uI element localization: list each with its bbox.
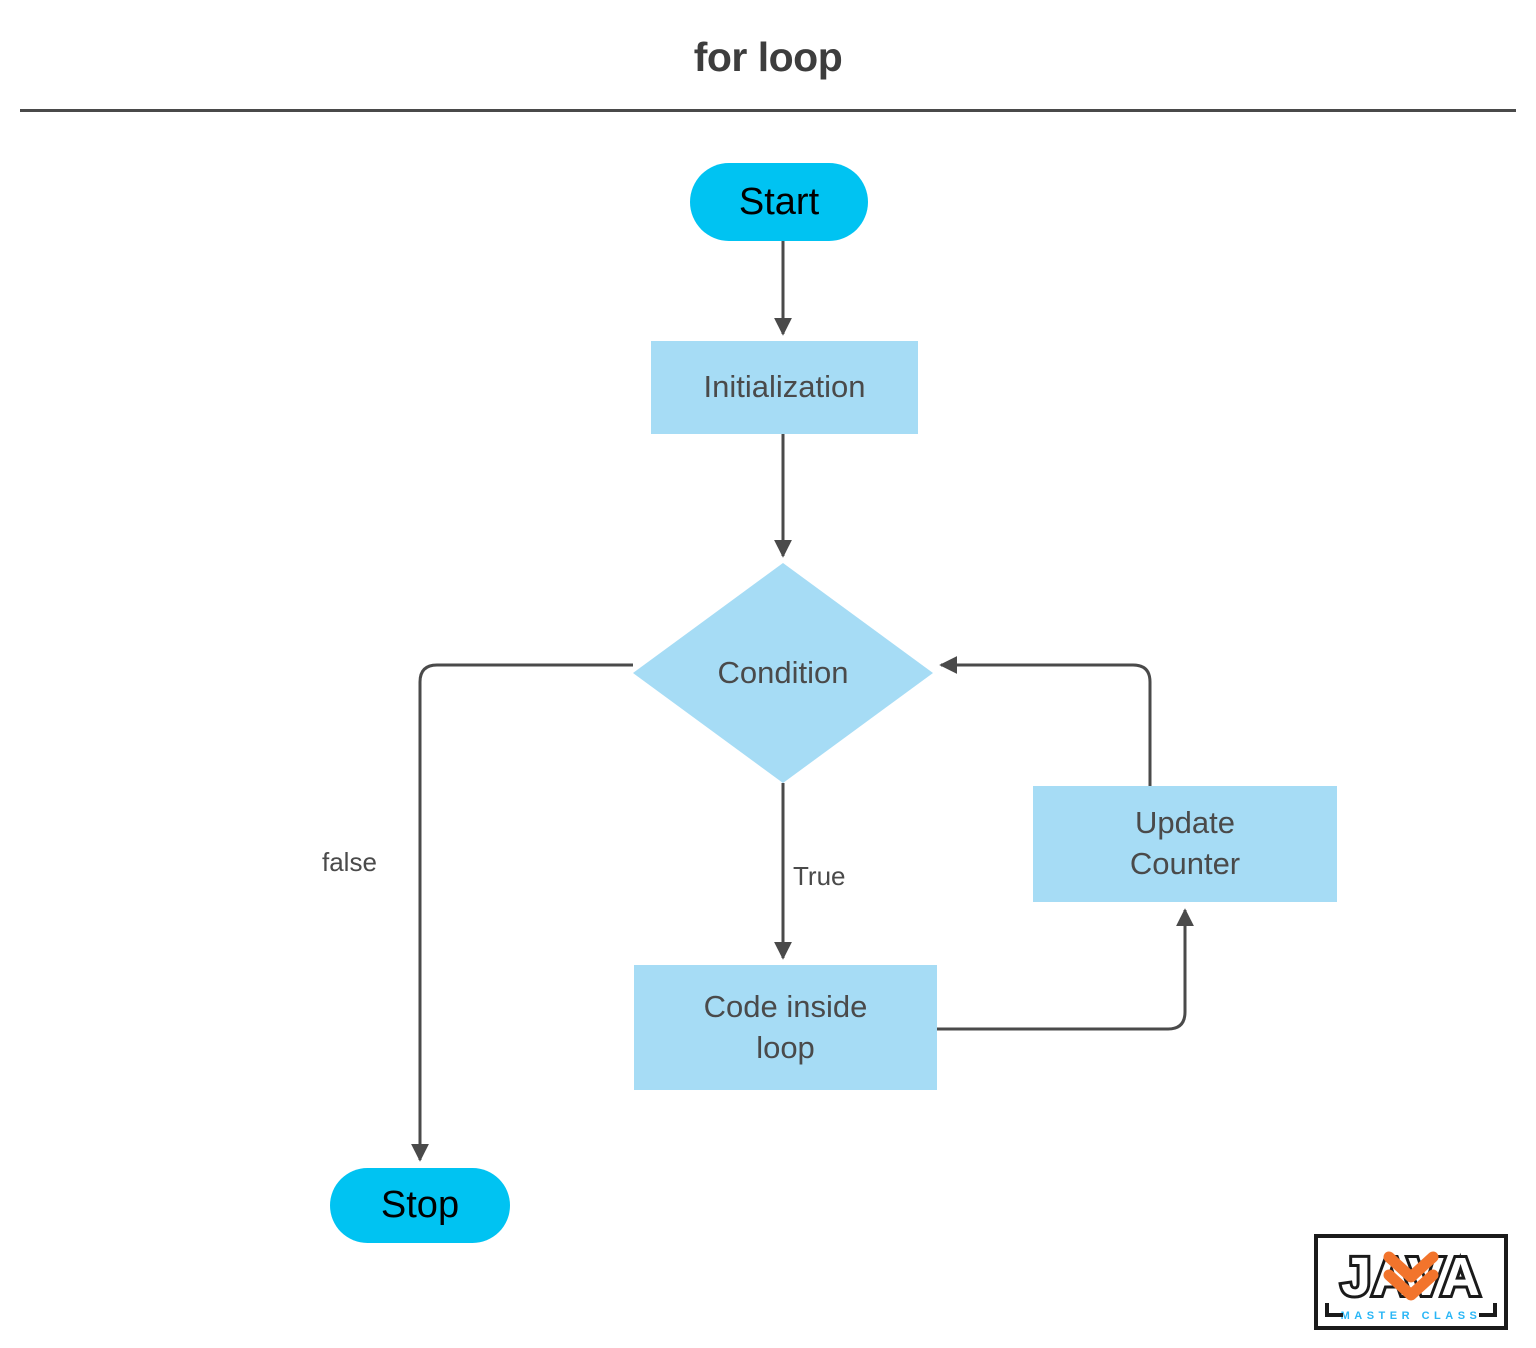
node-update-counter-line2: Counter (1129, 846, 1241, 881)
logo-frame (1314, 1234, 1508, 1330)
edge-condition-false-to-stop (411, 663, 633, 1162)
node-condition-diamond[interactable] (633, 563, 933, 783)
node-code-inside-loop[interactable]: Code inside loop (634, 965, 937, 1090)
node-start[interactable]: Start (690, 163, 868, 241)
logo-chevron-icon (1383, 1251, 1439, 1301)
node-start-label: Start (738, 180, 820, 223)
java-master-class-logo: JAVA MASTER CLASS (1314, 1234, 1508, 1330)
node-stop[interactable]: Stop (330, 1168, 510, 1243)
logo-bracket-right (1479, 1303, 1497, 1317)
edge-label-true: True (793, 861, 846, 891)
node-stop-label: Stop (380, 1184, 460, 1226)
logo-tagline: MASTER CLASS (1341, 1310, 1482, 1322)
edge-update-to-condition (939, 656, 1152, 786)
node-code-inside-loop-line1: Code inside (703, 988, 868, 1024)
edge-body-to-update (937, 908, 1194, 1031)
logo-bracket-left (1325, 1303, 1343, 1317)
title-divider (20, 109, 1516, 112)
node-code-inside-loop-line2: loop (756, 1029, 815, 1065)
edge-label-false: false (322, 847, 377, 877)
node-update-counter-line1: Update (1135, 805, 1235, 841)
node-update-counter[interactable]: Update Counter (1033, 786, 1337, 902)
page-title: for loop (693, 34, 843, 80)
node-initialization[interactable]: Initialization (651, 341, 918, 434)
node-condition-label: Condition (717, 655, 849, 690)
node-initialization-label: Initialization (703, 369, 866, 405)
